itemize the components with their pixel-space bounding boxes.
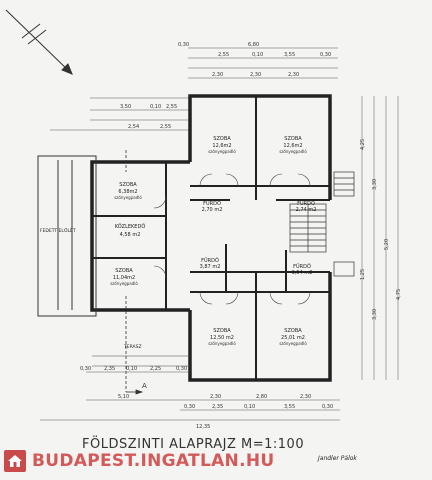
room-name: FÜRDŐ (297, 200, 315, 207)
dim-bottom-10: 2,35 (212, 404, 223, 410)
room-area: 12,6m2 (283, 143, 302, 149)
room-name: SZOBA (119, 182, 137, 188)
dim-left-4: 2,55 (160, 124, 171, 130)
dim-top-7: 2,30 (288, 72, 299, 78)
room-name: SZOBA (213, 328, 231, 334)
dim-right-4: 3,30 (372, 309, 378, 320)
dim-left-2: 2,55 (166, 104, 177, 110)
room-floor: szőnyegpadló (279, 341, 307, 346)
room-szoba-west-top: SZOBA 6,38m2 szőnyegpadló (114, 182, 142, 200)
dim-bottom-13: 0,30 (322, 404, 333, 410)
room-area: 4,58 m2 (120, 232, 141, 238)
section-marker-label: A (142, 382, 147, 390)
room-furdo-lower-right: FÜRDŐ 3,54 m2 (292, 263, 313, 276)
room-name: SZOBA (213, 136, 231, 142)
right-dimension-lines (361, 96, 399, 380)
dim-right-5: 4,75 (396, 289, 402, 300)
room-area: 25,01 m2 (281, 335, 305, 341)
room-floor: szőnyegpadló (110, 281, 138, 286)
room-floor: szőnyegpadló (208, 149, 236, 154)
room-name: SZOBA (284, 136, 302, 142)
room-szoba-lower-right: SZOBA 25,01 m2 szőnyegpadló (279, 328, 307, 346)
room-furdo-upper-right: FÜRDŐ 2,74 m2 (296, 200, 317, 213)
room-terasz: TERASZ (123, 344, 142, 350)
room-szoba-lower-left: SZOBA 12,50 m2 szőnyegpadló (208, 328, 236, 346)
dim-top-5: 2,30 (212, 72, 223, 78)
dim-bottom-5: 5,10 (118, 394, 129, 400)
dim-right-0: 4,25 (360, 139, 366, 150)
dim-bottom-8: 2,30 (300, 394, 311, 400)
room-name: FÜRDŐ (201, 257, 219, 264)
room-area: 2,70 m2 (202, 207, 223, 213)
dim-left-0: 3,50 (120, 104, 131, 110)
section-line-a (125, 150, 144, 395)
west-wing-frame (37, 155, 97, 317)
room-floor: szőnyegpadló (208, 341, 236, 346)
dim-bottom-0: 0,30 (80, 366, 91, 372)
dim-bottom-9: 0,30 (184, 404, 195, 410)
door-swings (153, 173, 311, 305)
plan-title: FÖLDSZINTI ALAPRAJZ M=1:100 (82, 435, 304, 452)
exterior-steps (333, 171, 355, 277)
dim-top-6: 2,30 (250, 72, 261, 78)
dim-bottom-total: 12,35 (196, 424, 210, 430)
dim-bottom-6: 2,30 (210, 394, 221, 400)
room-area: 2,74 m2 (296, 207, 317, 213)
room-name: SZOBA (284, 328, 302, 334)
dim-top-4: 0,30 (320, 52, 331, 58)
room-szoba-upper-left: SZOBA 12,6m2 szőnyegpadló (208, 136, 236, 154)
dim-top-1: 2,55 (218, 52, 229, 58)
north-arrow-icon (5, 9, 73, 75)
dim-right-3: 1,25 (360, 269, 366, 280)
dim-bottom-4: 0,30 (176, 366, 187, 372)
architect-signature: Jandler Pálok (317, 455, 357, 462)
room-area: 12,6m2 (212, 143, 231, 149)
house-logo-icon (4, 450, 26, 472)
dim-right-1: 3,30 (372, 179, 378, 190)
building-walls (90, 94, 332, 382)
room-furdo-upper-left: FÜRDŐ 2,70 m2 (202, 200, 223, 213)
room-area: 3,54 m2 (292, 270, 313, 276)
room-furdo-lower-left: FÜRDŐ 3,87 m2 (200, 257, 221, 270)
bottom-dimension-lines (40, 371, 340, 421)
dim-bottom-1: 2,35 (104, 366, 115, 372)
room-floor: szőnyegpadló (114, 195, 142, 200)
watermark: BUDAPEST.INGATLAN.HU (4, 446, 274, 476)
room-name: SZOBA (115, 268, 133, 274)
dim-top-0: 0,30 (178, 42, 189, 48)
room-name: KÖZLEKEDŐ (115, 223, 146, 230)
staircase (289, 203, 327, 253)
room-name: FÜRDŐ (203, 200, 221, 207)
room-area: 3,87 m2 (200, 264, 221, 270)
watermark-text: BUDAPEST.INGATLAN.HU (32, 451, 275, 471)
terrace-outline (92, 355, 190, 367)
room-floor: szőnyegpadló (279, 149, 307, 154)
room-szoba-upper-right: SZOBA 12,6m2 szőnyegpadló (279, 136, 307, 154)
room-area: 6,38m2 (118, 189, 137, 195)
top-dimension-lines (50, 47, 338, 131)
dim-bottom-11: 0,10 (244, 404, 255, 410)
dim-bottom-3: 2,25 (150, 366, 161, 372)
room-kozlekedo: KÖZLEKEDŐ 4,58 m2 (115, 223, 146, 238)
dim-left-1: 0,10 (150, 104, 161, 110)
dim-top-3: 3,55 (284, 52, 295, 58)
room-fedett-elolet: FEDETT ELŐLÉT (40, 226, 76, 234)
room-name: FÜRDŐ (293, 263, 311, 270)
room-szoba-west-bottom: SZOBA 11,04m2 szőnyegpadló (110, 268, 138, 286)
dim-right-2: 5,20 (384, 239, 390, 250)
room-area: 12,50 m2 (210, 335, 234, 341)
room-area: 11,04m2 (113, 275, 135, 281)
dim-left-3: 2,54 (128, 124, 139, 130)
dim-bottom-2: 0,10 (126, 366, 137, 372)
dim-top-2: 0,10 (252, 52, 263, 58)
dim-bottom-7: 2,80 (256, 394, 267, 400)
dim-top-total: 6,80 (248, 42, 259, 48)
dim-bottom-12: 3,55 (284, 404, 295, 410)
interior-walls (92, 96, 330, 380)
